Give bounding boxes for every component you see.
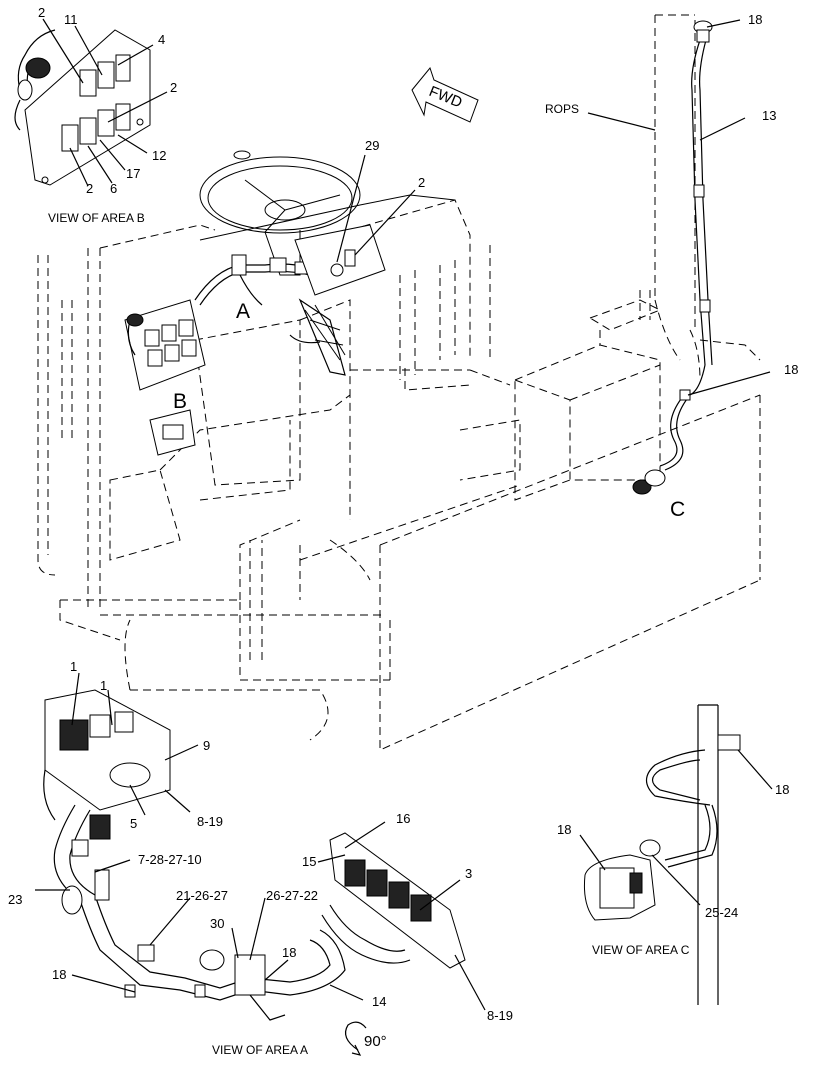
callout: 1 (100, 678, 107, 693)
callout: 15 (302, 854, 316, 869)
callout: 5 (130, 816, 137, 831)
area-a-marker: A (236, 300, 250, 323)
callout: 3 (465, 866, 472, 881)
callout: 2 (38, 5, 45, 20)
callout: 18 (775, 782, 789, 797)
view-of-area-b: VIEW OF AREA B (48, 211, 145, 225)
callout: 29 (365, 138, 379, 153)
callout: 8-19 (487, 1008, 513, 1023)
callout: 2 (170, 80, 177, 95)
inset-area-a: 90° VIEW OF AREA A (35, 672, 486, 1057)
callout: 18 (748, 12, 762, 27)
callout: 8-19 (197, 814, 223, 829)
rops-label: ROPS (545, 102, 579, 116)
callout: 2 (418, 175, 425, 190)
steering-wheel (199, 150, 456, 276)
callout: 13 (762, 108, 776, 123)
callout: 16 (396, 811, 410, 826)
rotate-90: 90° (364, 1033, 387, 1050)
inset-area-b: VIEW OF AREA B (14, 18, 168, 225)
fwd-arrow: FWD (411, 66, 479, 123)
callout: 6 (110, 181, 117, 196)
callout: 18 (282, 945, 296, 960)
callout: 30 (210, 916, 224, 931)
area-c-marker: C (670, 498, 685, 521)
callout: 4 (158, 32, 165, 47)
callout: 18 (557, 822, 571, 837)
callout: 9 (203, 738, 210, 753)
callout: 7-28-27-10 (138, 852, 202, 867)
left-switch-panel (124, 299, 206, 456)
callout: 11 (64, 12, 78, 27)
callout: 2 (86, 181, 93, 196)
callout: 1 (70, 659, 77, 674)
callout: 25-24 (705, 905, 738, 920)
callout: 18 (784, 362, 798, 377)
dash-harness (194, 254, 346, 376)
view-of-area-a: VIEW OF AREA A (212, 1043, 308, 1057)
callout: 26-27-22 (266, 888, 318, 903)
callout: 23 (8, 892, 22, 907)
inset-area-c: VIEW OF AREA C (579, 704, 773, 1005)
view-of-area-c: VIEW OF AREA C (592, 943, 690, 957)
callout-numbers: 2 11 4 2 12 17 6 2 29 2 18 13 18 1 1 9 5… (8, 5, 798, 1023)
callout: 17 (126, 166, 140, 181)
area-b-marker: B (173, 390, 187, 413)
callout: 12 (152, 148, 166, 163)
right-switch-panel (294, 154, 416, 296)
machine-outline (37, 199, 761, 751)
rops-harness (632, 19, 771, 495)
callout: 14 (372, 994, 386, 1009)
callout: 18 (52, 967, 66, 982)
rops-post: ROPS (545, 14, 701, 381)
callout: 21-26-27 (176, 888, 228, 903)
